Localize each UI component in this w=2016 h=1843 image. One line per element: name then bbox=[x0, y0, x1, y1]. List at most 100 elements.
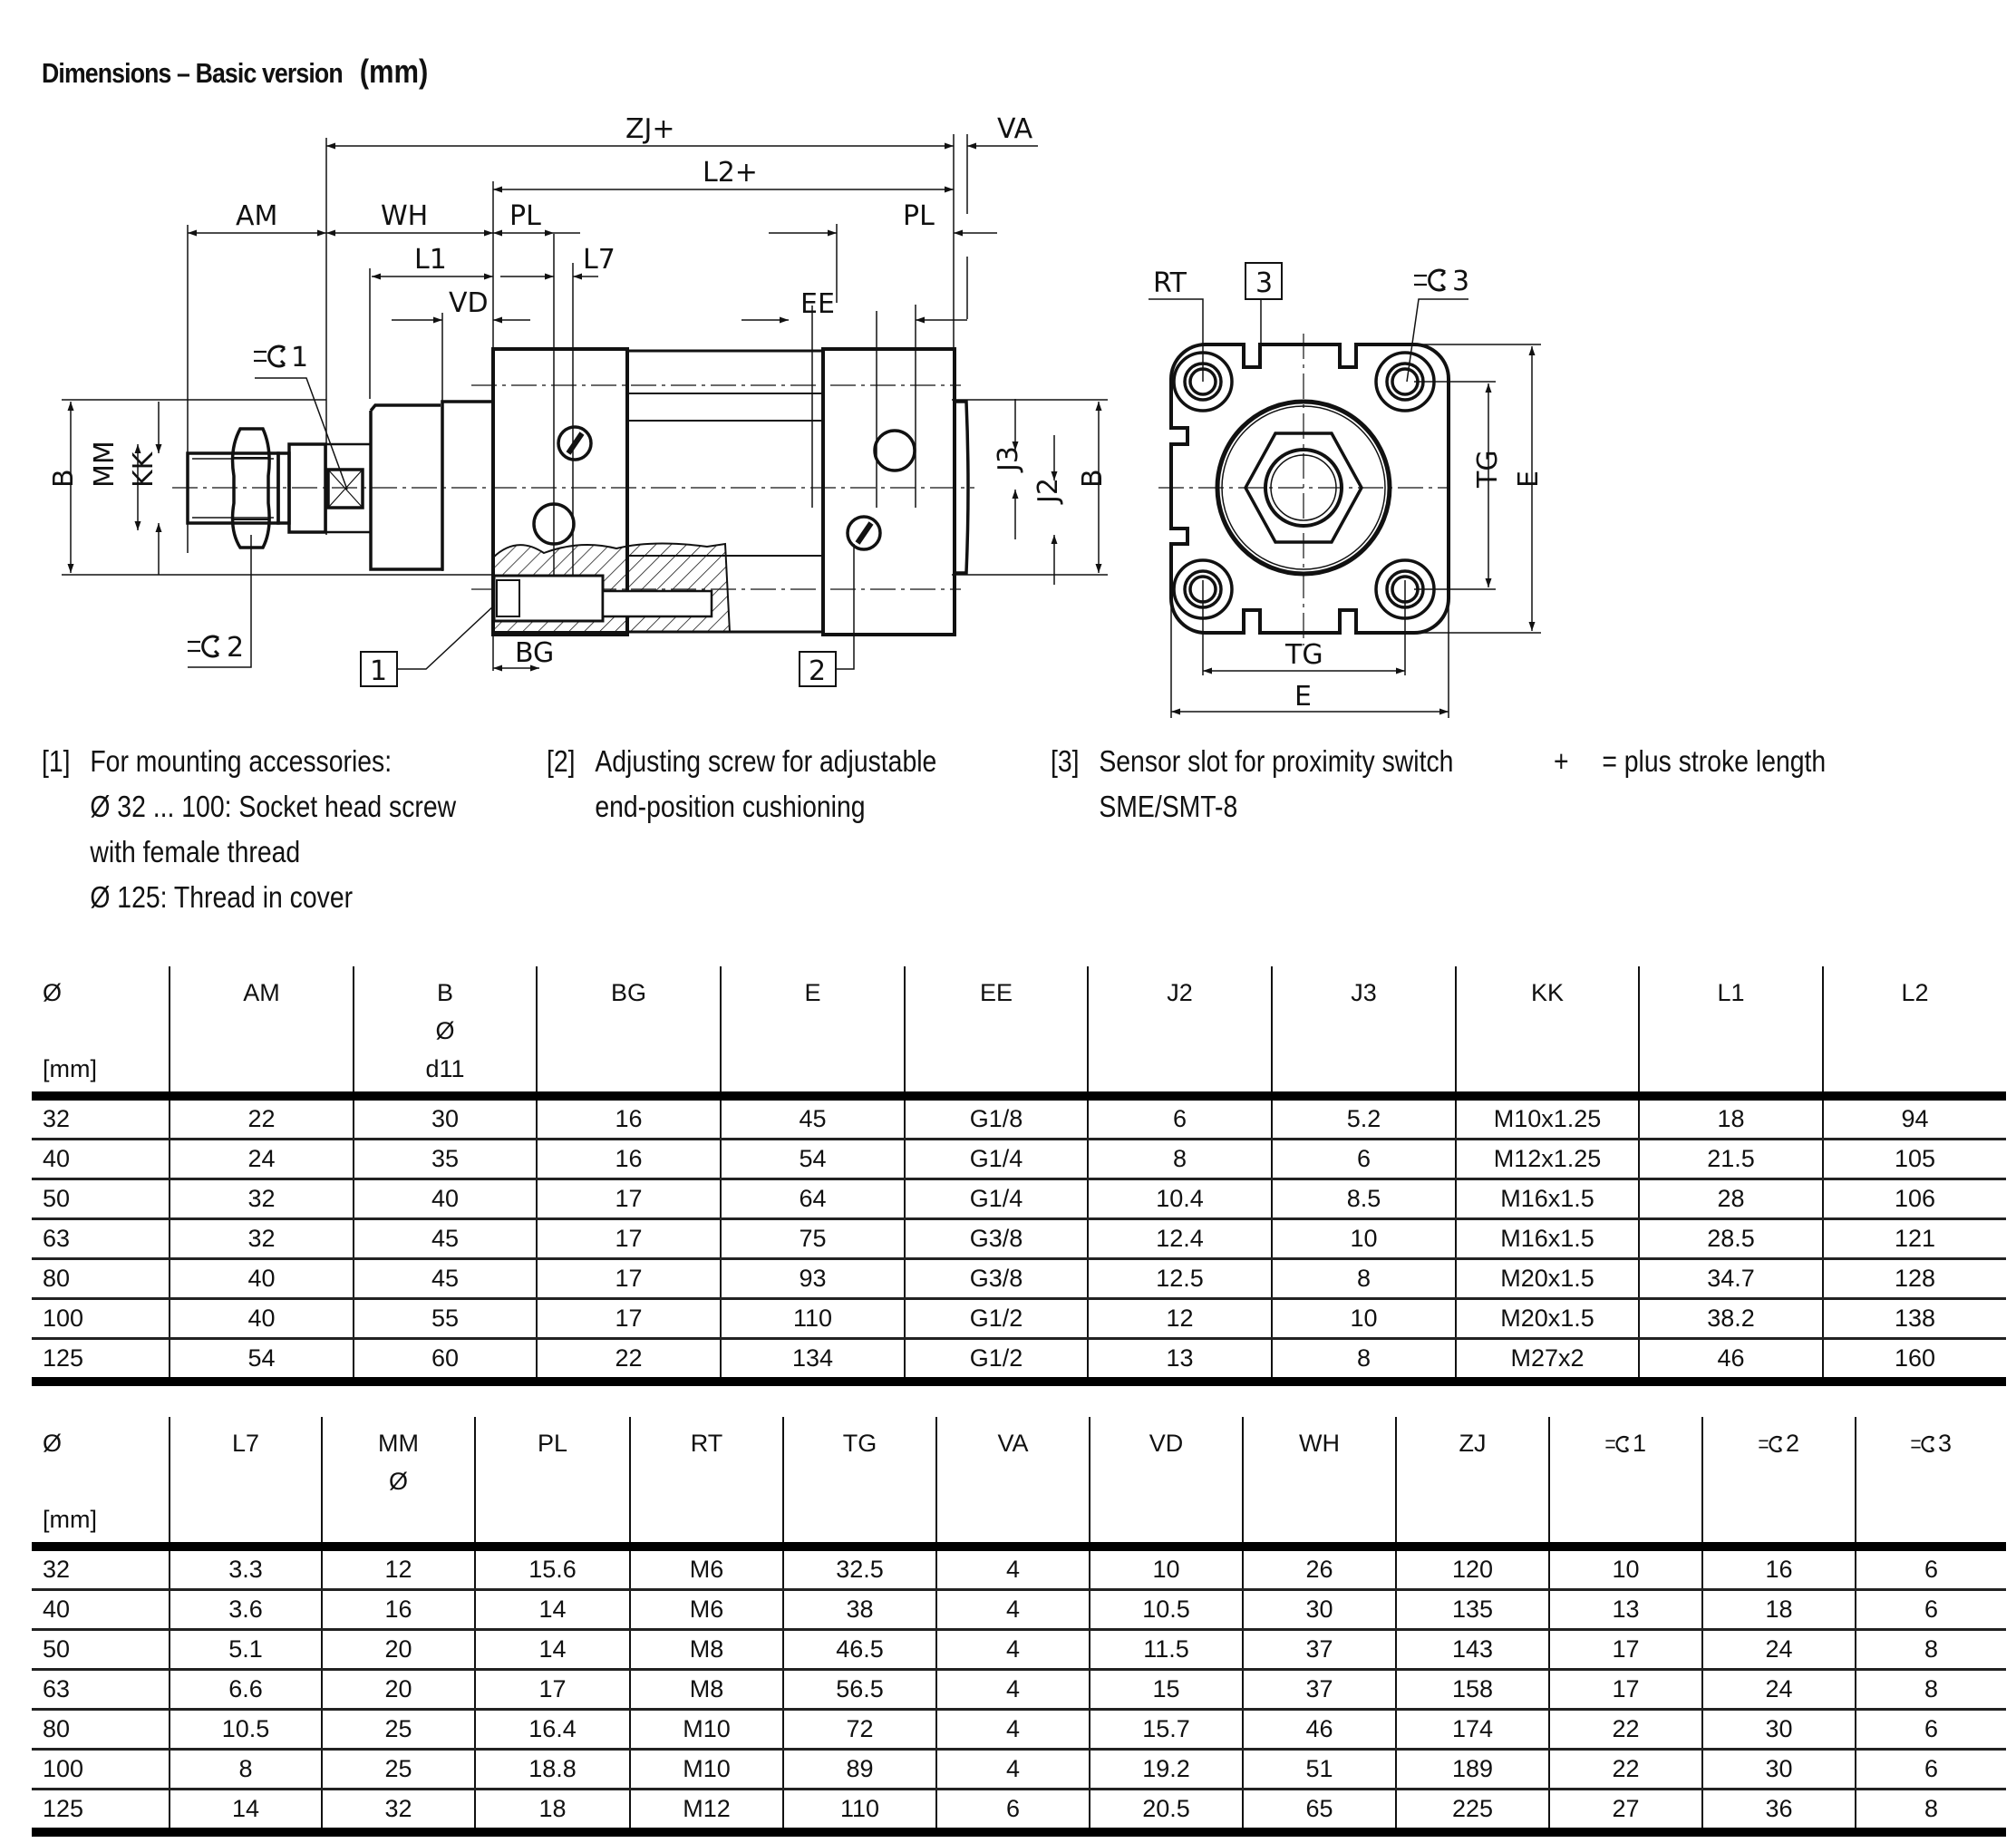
table-cell: 10 bbox=[1271, 1217, 1457, 1259]
table-cell: M16x1.5 bbox=[1455, 1178, 1640, 1219]
table-cell: 89 bbox=[782, 1748, 937, 1790]
table-cell: 40 bbox=[32, 1138, 170, 1179]
table-cell: 138 bbox=[1822, 1297, 2006, 1339]
technical-drawing: ZJ+ VA L2+ AM WH PL PL L1 L7 VD EE B MM … bbox=[48, 113, 1545, 718]
column-header-label: J3 bbox=[1351, 979, 1377, 1006]
table-cell: 11.5 bbox=[1089, 1628, 1244, 1670]
dim-label-vd: VD bbox=[449, 287, 489, 319]
table-cell: 22 bbox=[1548, 1708, 1703, 1750]
table-cell: 40 bbox=[169, 1257, 354, 1299]
table-cell: 40 bbox=[169, 1297, 354, 1339]
dim-label-pl-rear: PL bbox=[903, 200, 935, 232]
table-cell: 5.1 bbox=[169, 1628, 323, 1670]
dim-label-l2: L2+ bbox=[703, 157, 758, 189]
table-cell: 106 bbox=[1822, 1178, 2006, 1219]
column-header-label: L2 bbox=[1901, 979, 1929, 1006]
table-cell: 21.5 bbox=[1638, 1138, 1824, 1179]
table-cell: 16 bbox=[536, 1096, 722, 1140]
table-cell: G1/8 bbox=[904, 1096, 1089, 1140]
column-header-label: 2 bbox=[1785, 1430, 1800, 1457]
dimension-lines bbox=[67, 142, 1102, 672]
table-cell: 35 bbox=[353, 1138, 538, 1179]
table-cell: 63 bbox=[32, 1668, 170, 1710]
dim-label-ee: EE bbox=[800, 288, 835, 320]
table-cell: M8 bbox=[629, 1668, 784, 1710]
column-header-label: VA bbox=[997, 1430, 1029, 1457]
table-cell: 50 bbox=[32, 1628, 170, 1670]
table-cell: 3.6 bbox=[169, 1588, 323, 1630]
table-cell: G1/2 bbox=[904, 1297, 1089, 1339]
table-cell: 50 bbox=[32, 1178, 170, 1219]
column-header: 2 bbox=[1701, 1417, 1856, 1547]
note-ref: [1] bbox=[42, 744, 71, 778]
column-header: WH bbox=[1242, 1417, 1397, 1547]
table-cell: 13 bbox=[1087, 1337, 1273, 1382]
table-cell: 10 bbox=[1089, 1547, 1244, 1590]
table-cell: 14 bbox=[169, 1788, 323, 1832]
note-ref: [2] bbox=[547, 744, 576, 778]
table-cell: 15 bbox=[1089, 1668, 1244, 1710]
table-cell: 30 bbox=[353, 1096, 538, 1140]
column-header-label: 1 bbox=[1632, 1430, 1647, 1457]
table-cell: 160 bbox=[1822, 1337, 2006, 1382]
table-cell: 8 bbox=[1855, 1628, 2006, 1670]
table-cell: 54 bbox=[720, 1138, 906, 1179]
table-cell: 40 bbox=[353, 1178, 538, 1219]
table-cell: 189 bbox=[1395, 1748, 1550, 1790]
dim-label-e-vertical: E bbox=[1513, 470, 1545, 488]
table-cell: 63 bbox=[32, 1217, 170, 1259]
table-cell: 10.4 bbox=[1087, 1178, 1273, 1219]
table-cell: 46 bbox=[1638, 1337, 1824, 1382]
table-cell: 134 bbox=[720, 1337, 906, 1382]
table-cell: 56.5 bbox=[782, 1668, 937, 1710]
table-cell: 18.8 bbox=[474, 1748, 631, 1790]
table-cell: 6.6 bbox=[169, 1668, 323, 1710]
table-cell: 51 bbox=[1242, 1748, 1397, 1790]
column-header-label: 3 bbox=[1937, 1430, 1953, 1457]
table-cell: 80 bbox=[32, 1708, 170, 1750]
table-cell: 17 bbox=[474, 1668, 631, 1710]
table-cell: 30 bbox=[1701, 1708, 1856, 1750]
column-header: RT bbox=[629, 1417, 784, 1547]
table-cell: 6 bbox=[1271, 1138, 1457, 1179]
note-line: end-position cushioning bbox=[595, 790, 866, 823]
dim-label-b-left: B bbox=[48, 469, 80, 488]
title-unit: (mm) bbox=[359, 53, 429, 90]
end-view bbox=[1149, 262, 1541, 718]
table-cell: 8 bbox=[1855, 1668, 2006, 1710]
table-cell: 6 bbox=[1855, 1547, 2006, 1590]
note-line: SME/SMT-8 bbox=[1099, 790, 1238, 823]
note-line: Sensor slot for proximity switch bbox=[1099, 744, 1454, 778]
table-cell: 135 bbox=[1395, 1588, 1550, 1630]
table-cell: M12x1.25 bbox=[1455, 1138, 1640, 1179]
table-cell: 18 bbox=[1701, 1588, 1856, 1630]
table-cell: 14 bbox=[474, 1588, 631, 1630]
table-cell: 100 bbox=[32, 1297, 170, 1339]
table-cell: 32 bbox=[32, 1547, 170, 1590]
table-cell: 19.2 bbox=[1089, 1748, 1244, 1790]
table-cell: 16 bbox=[536, 1138, 722, 1179]
table-cell: 54 bbox=[169, 1337, 354, 1382]
column-header: L2 bbox=[1822, 966, 2006, 1096]
table-cell: 16 bbox=[321, 1588, 476, 1630]
table-cell: 37 bbox=[1242, 1628, 1397, 1670]
wrench-icon bbox=[1414, 268, 1447, 292]
table-cell: 17 bbox=[1548, 1668, 1703, 1710]
callout-box-2 bbox=[799, 651, 837, 687]
note-line: Ø 32 ... 100: Socket head screw bbox=[90, 790, 457, 823]
table-cell: 22 bbox=[1548, 1748, 1703, 1790]
tie-rod-nuts bbox=[1172, 351, 1436, 620]
table-cell: 6 bbox=[1855, 1588, 2006, 1630]
table-cell: 22 bbox=[169, 1096, 354, 1140]
table-cell: 25 bbox=[321, 1748, 476, 1790]
table-cell: 28 bbox=[1638, 1178, 1824, 1219]
note-line: For mounting accessories: bbox=[90, 744, 393, 778]
table-cell: 60 bbox=[353, 1337, 538, 1382]
table-cell: 20 bbox=[321, 1628, 476, 1670]
